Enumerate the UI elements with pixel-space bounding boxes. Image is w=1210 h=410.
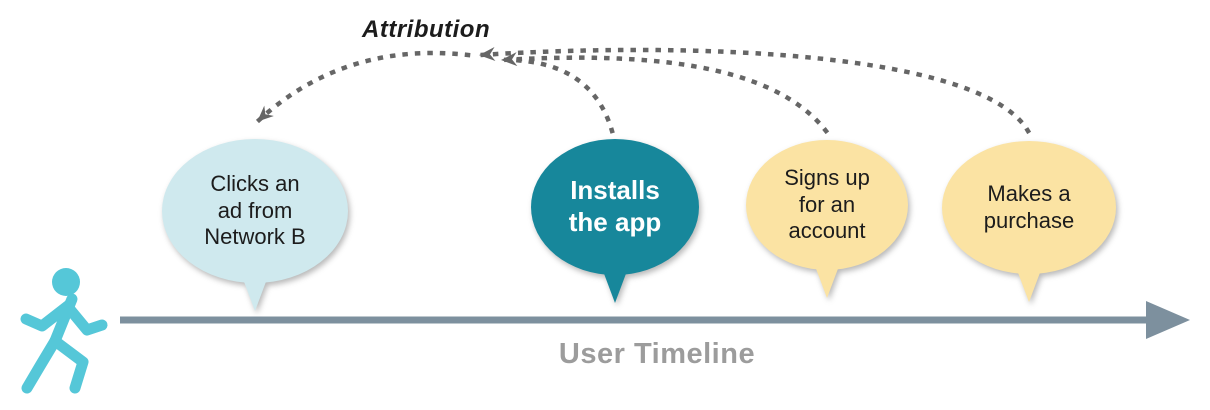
arc-from-install <box>509 57 615 134</box>
bubble-makes-purchase: Makes a purchase <box>942 141 1116 302</box>
bubble-clicks-ad-text: Clicks an ad from Network B <box>204 170 306 250</box>
attribution-label: Attribution <box>362 16 491 43</box>
bubble-installs-app-text: Installs the app <box>568 175 662 237</box>
bubble-tail <box>240 271 270 311</box>
bubble-tail <box>812 258 842 298</box>
bubble-clicks-ad: Clicks an ad from Network B <box>162 139 348 311</box>
bubble-tail <box>1014 262 1044 302</box>
bubble-signs-up-text: Signs up for an account <box>784 164 870 244</box>
walking-person-icon <box>20 268 108 394</box>
timeline-arrowhead <box>1146 301 1190 339</box>
arc-from-purchase <box>477 47 1032 135</box>
bubble-installs-app: Installs the app <box>531 139 699 303</box>
timeline-arrow <box>120 301 1190 339</box>
timeline-label: User Timeline <box>558 338 756 370</box>
arc-to-ad-click <box>254 50 471 125</box>
bubble-tail <box>600 263 630 303</box>
attribution-arrows <box>254 47 1032 135</box>
arc-from-signup <box>499 52 830 135</box>
bubble-makes-purchase-text: Makes a purchase <box>983 180 1075 233</box>
bubble-signs-up: Signs up for an account <box>746 140 908 298</box>
